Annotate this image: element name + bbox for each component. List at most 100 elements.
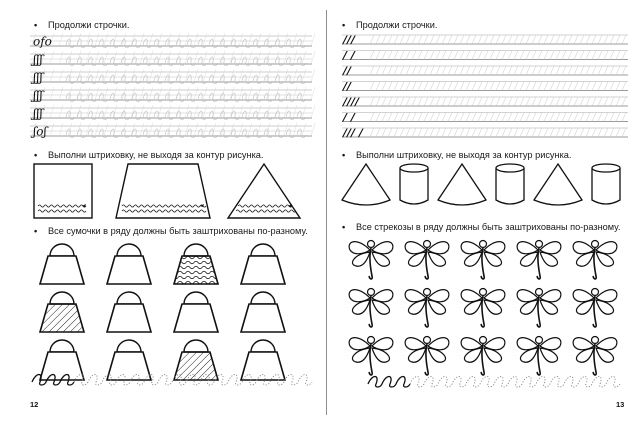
slant-guide	[220, 86, 226, 101]
slant-guide	[405, 96, 411, 107]
slant-guide	[561, 50, 567, 60]
slant-guide	[543, 96, 549, 107]
slant-guide	[525, 34, 531, 45]
slant-guide	[310, 32, 316, 47]
slant-guide	[292, 86, 298, 101]
slant-guide	[130, 86, 136, 101]
bag-body	[105, 255, 153, 285]
wave-hatch	[235, 209, 297, 213]
slant-guide	[609, 81, 615, 91]
dragonfly-wing	[427, 299, 447, 315]
slant-guide	[441, 112, 447, 122]
slant-guide	[157, 50, 163, 65]
slant-guide	[381, 65, 387, 76]
slant-guide	[375, 81, 381, 91]
copy-row: ʃоʃ	[30, 122, 316, 139]
dragonfly-item	[516, 335, 562, 376]
bag-body	[38, 351, 86, 381]
dragonfly-wing	[483, 299, 503, 315]
wave-hatch	[237, 204, 293, 208]
bag-item	[239, 291, 287, 333]
slant-guide	[121, 32, 127, 47]
slant-guide	[103, 50, 109, 65]
dragonfly-head	[422, 287, 432, 297]
loop-sample	[31, 373, 75, 386]
slant-guide	[537, 112, 543, 122]
slant-guide	[585, 96, 591, 107]
slant-guide	[585, 127, 591, 138]
slant-guide	[247, 32, 253, 47]
slant-guide	[238, 68, 244, 83]
slant-guide	[501, 34, 507, 45]
slant-guide	[585, 50, 591, 60]
slant-guide	[220, 104, 226, 119]
bag-body	[172, 303, 220, 333]
bag-body	[172, 351, 220, 381]
slant-guide	[31, 50, 37, 65]
slant-guide	[615, 81, 621, 91]
slant-guide	[211, 68, 217, 83]
slant-guide	[193, 86, 199, 101]
slant-guide	[483, 50, 489, 60]
slant-guide	[489, 34, 495, 45]
cone-outline	[437, 162, 487, 206]
cylinder-shape	[399, 163, 429, 205]
slant-guide	[49, 68, 55, 83]
slant-guide	[459, 81, 465, 91]
slant-guide	[579, 81, 585, 91]
cylinder-shape	[591, 163, 621, 205]
dragonfly-wing	[407, 299, 427, 315]
slant-guide	[411, 65, 417, 76]
bag-handle	[183, 291, 209, 305]
dragonfly-wing	[463, 251, 483, 267]
slant-guide	[301, 32, 307, 47]
dragonfly-wing	[519, 299, 539, 315]
slant-guide	[49, 50, 55, 65]
dragonfly-item	[348, 335, 394, 376]
slant-guide	[211, 122, 217, 137]
slant-guide	[381, 127, 387, 138]
slant-guide	[256, 32, 262, 47]
bag-item	[105, 291, 153, 333]
bag-item	[172, 291, 220, 333]
slant-guide	[417, 96, 423, 107]
bag-item	[239, 243, 287, 285]
slant-guide	[519, 127, 525, 138]
slant-guide	[441, 34, 447, 45]
slant-guide	[489, 112, 495, 122]
slant-guide	[229, 86, 235, 101]
slant-guide	[471, 81, 477, 91]
loop-border-right	[367, 375, 621, 388]
slant-guide	[621, 50, 627, 60]
slant-guide	[489, 50, 495, 60]
slant-guide	[477, 65, 483, 76]
slant-guide	[184, 68, 190, 83]
slant-guide	[211, 104, 217, 119]
slant-guide	[393, 65, 399, 76]
slant-guide	[609, 127, 615, 138]
slant-guide	[489, 127, 495, 138]
slant-guide	[531, 81, 537, 91]
bag-item	[38, 243, 86, 285]
slant-guide	[579, 96, 585, 107]
slant-guide	[549, 65, 555, 76]
task-hatching: •Выполни штриховку, не выходя за контур …	[34, 150, 264, 160]
slant-guide	[537, 34, 543, 45]
slant-guide	[40, 86, 46, 101]
slant-guide	[615, 34, 621, 45]
slant-guide	[139, 68, 145, 83]
slant-guide	[471, 112, 477, 122]
slant-guide	[375, 112, 381, 122]
slant-guide	[579, 127, 585, 138]
slant-guide	[381, 112, 387, 122]
bag-handle	[116, 291, 142, 305]
slant-guide	[202, 50, 208, 65]
slant-guide	[465, 81, 471, 91]
slant-guide	[40, 104, 46, 119]
slant-guide	[193, 32, 199, 47]
triangle-outline	[226, 162, 302, 219]
slant-guide	[435, 50, 441, 60]
book-spine	[326, 10, 327, 415]
slant-guide	[247, 50, 253, 65]
dragonfly-head	[422, 335, 432, 345]
